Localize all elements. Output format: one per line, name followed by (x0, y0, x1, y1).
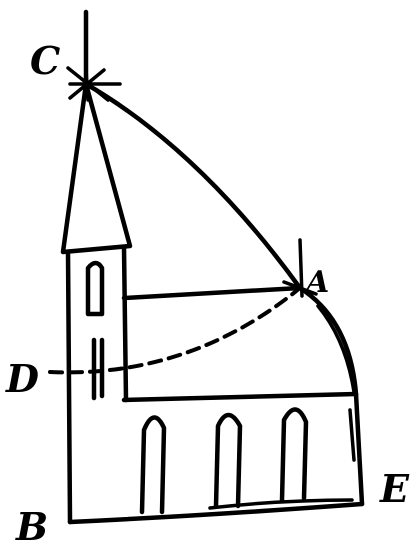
arched-window-2 (213, 412, 243, 509)
nave-right-wall (353, 391, 365, 507)
ground-line-inner (208, 498, 354, 510)
arched-window-1 (139, 415, 167, 515)
church-spire (60, 9, 133, 255)
nave-roof-line (121, 285, 303, 301)
tower-left-wall (65, 249, 73, 525)
nave-apse-curve (297, 285, 359, 397)
spire-triangle (60, 81, 133, 255)
church-tower (65, 245, 129, 525)
point-c-star (66, 66, 122, 102)
tower-window-lower (91, 337, 105, 401)
tower-window-upper (85, 260, 105, 317)
arched-window-3 (279, 407, 309, 503)
label-b: B (15, 504, 48, 546)
label-a: A (303, 265, 329, 300)
ground-line (67, 501, 365, 525)
nave-apse-inner (316, 304, 356, 394)
sight-line-c-to-a (83, 81, 303, 291)
label-c: C (30, 38, 60, 83)
label-e: E (379, 466, 410, 511)
nave-windows (139, 407, 309, 515)
nave-eave-line (121, 391, 359, 403)
church-nave (67, 285, 365, 525)
apse-wall-detail (348, 408, 356, 462)
tower-right-wall (121, 245, 129, 403)
label-d: D (5, 356, 39, 401)
